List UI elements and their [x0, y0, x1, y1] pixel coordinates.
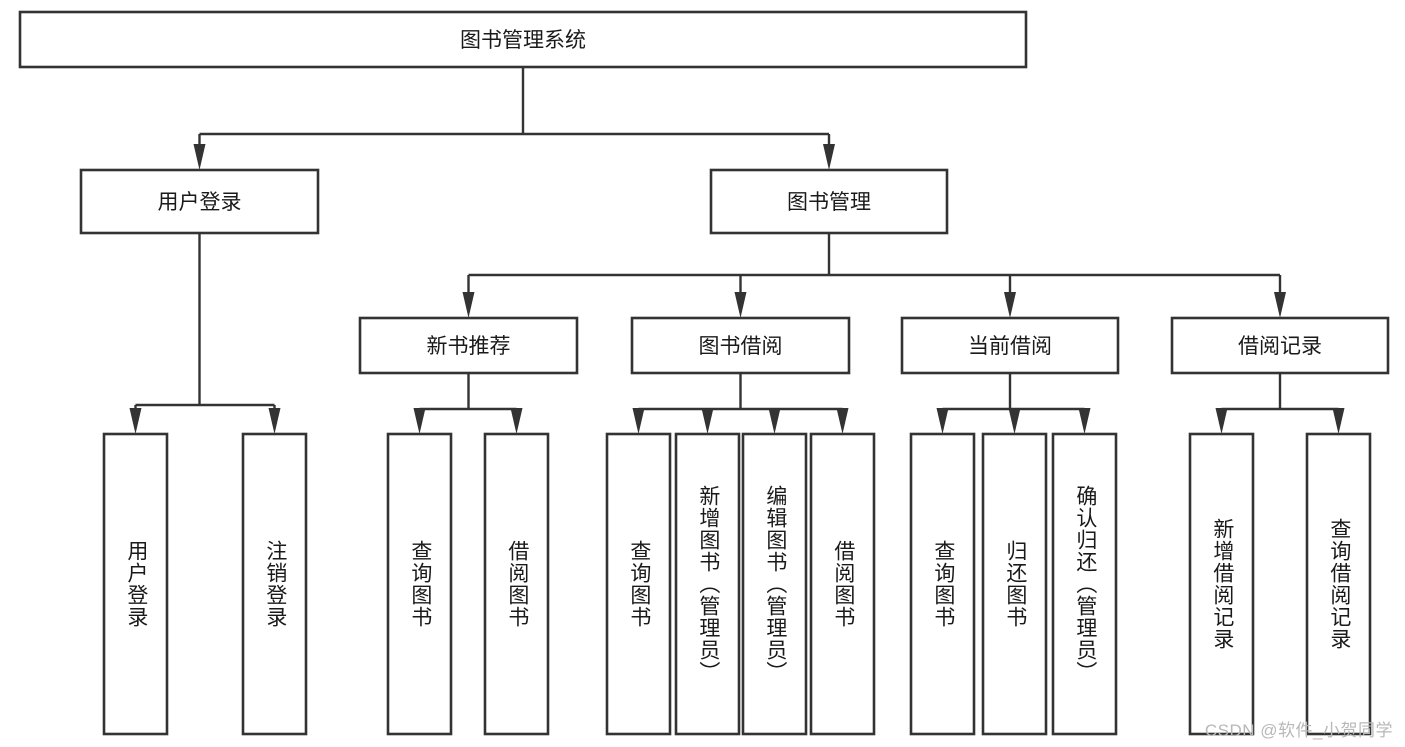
arrow-head-icon — [193, 144, 206, 170]
leaf-box-leaf-add-book-admin[interactable] — [674, 432, 741, 736]
leaf-box-leaf-user-logout[interactable] — [241, 432, 308, 736]
leaf-box-leaf-query-borrow-record[interactable] — [1305, 432, 1372, 736]
node-box-borrow-record[interactable] — [1170, 316, 1390, 375]
node-label-new-book-rec: 新书推荐 — [427, 335, 511, 358]
leaf-box-leaf-return-book[interactable] — [981, 432, 1048, 736]
arrow-head-icon — [1008, 408, 1021, 434]
node-box-book-manage[interactable] — [709, 168, 949, 235]
connectors-layer — [129, 67, 1345, 434]
leaf-box-leaf-borrow-book-rec[interactable] — [483, 432, 550, 736]
node-label-root: 图书管理系统 — [460, 29, 586, 52]
arrow-head-icon — [129, 408, 142, 434]
leaf-box-leaf-query-book-borrow[interactable] — [605, 432, 672, 736]
leaf-box-leaf-add-borrow-record[interactable] — [1188, 432, 1255, 736]
node-label-user-login: 用户登录 — [158, 191, 242, 214]
arrow-head-icon — [823, 144, 835, 170]
arrow-head-icon — [768, 408, 781, 434]
leaf-box-leaf-confirm-return-admin[interactable] — [1051, 432, 1118, 736]
arrow-head-icon — [632, 408, 645, 434]
arrow-head-icon — [701, 408, 714, 434]
arrow-head-icon — [734, 292, 747, 318]
arrow-head-icon — [1215, 408, 1228, 434]
node-box-book-borrow[interactable] — [630, 316, 851, 375]
leaf-box-leaf-query-book-rec[interactable] — [386, 432, 453, 736]
arrow-head-icon — [413, 408, 426, 434]
arrow-head-icon — [268, 408, 281, 434]
node-label-book-borrow: 图书借阅 — [699, 335, 783, 358]
arrow-head-icon — [1004, 292, 1016, 318]
arrow-head-icon — [1274, 292, 1286, 318]
csdn-watermark: CSDN @软件_小贺同学 — [1204, 721, 1393, 740]
arrow-head-icon — [1332, 408, 1345, 434]
node-label-borrow-record: 借阅记录 — [1238, 335, 1322, 358]
leaf-box-leaf-query-book-current[interactable] — [909, 432, 976, 736]
arrow-head-icon — [510, 408, 523, 434]
node-box-current-borrow[interactable] — [900, 316, 1120, 375]
node-box-user-login[interactable] — [79, 168, 320, 235]
leaf-box-leaf-user-login[interactable] — [102, 432, 169, 736]
leaf-box-leaf-borrow-book[interactable] — [809, 432, 876, 736]
arrow-head-icon — [1078, 408, 1091, 434]
node-label-current-borrow: 当前借阅 — [968, 335, 1052, 358]
arrow-head-icon — [836, 408, 849, 434]
leaf-box-leaf-edit-book-admin[interactable] — [741, 432, 808, 736]
node-label-book-manage: 图书管理 — [787, 191, 871, 214]
node-box-root[interactable] — [18, 10, 1028, 69]
arrow-head-icon — [936, 408, 949, 434]
node-box-new-book-rec[interactable] — [358, 316, 579, 375]
arrow-head-icon — [462, 292, 475, 318]
boxes-layer — [18, 10, 1390, 736]
